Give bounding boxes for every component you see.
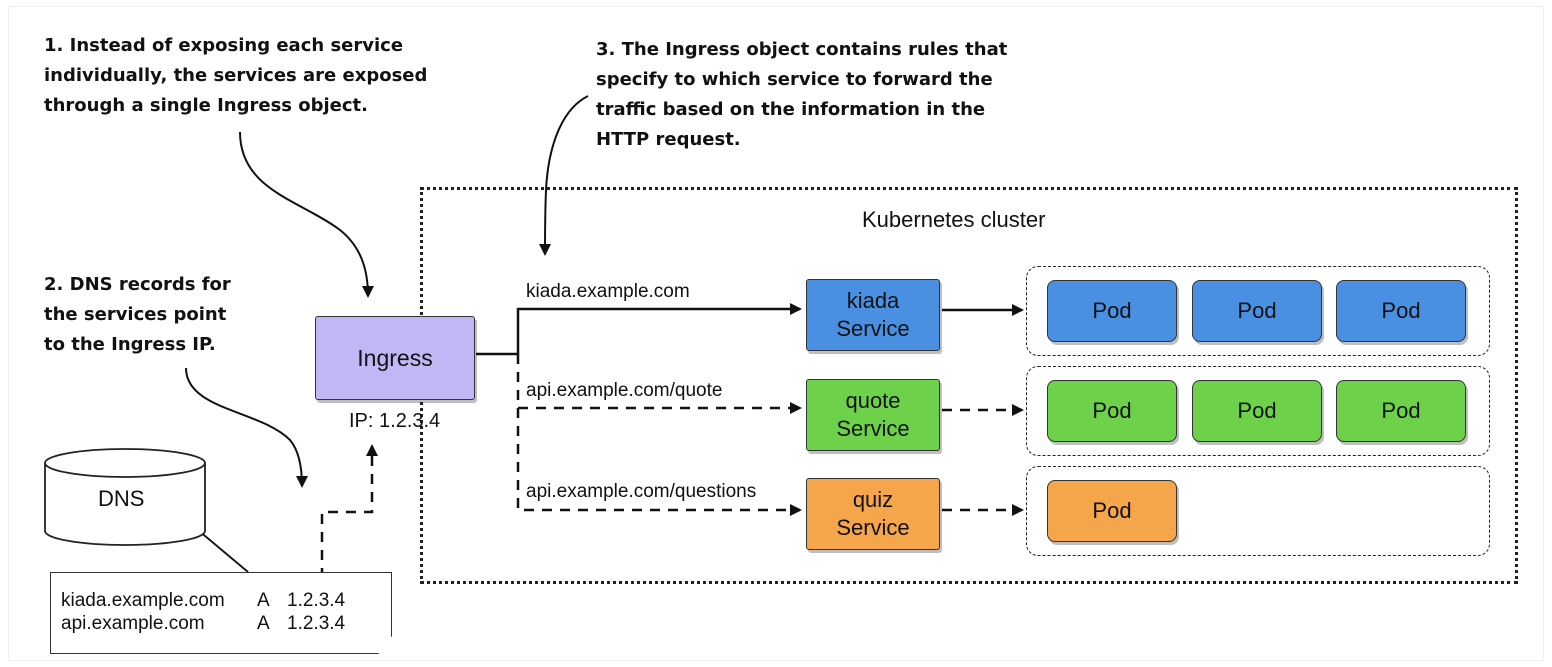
- quote-pod[interactable]: Pod: [1047, 380, 1177, 442]
- service-name: quote: [845, 388, 901, 413]
- kiada-service-box[interactable]: kiada Service: [806, 279, 940, 351]
- kiada-pod[interactable]: Pod: [1047, 280, 1177, 342]
- rule-label-kiada: kiada.example.com: [526, 281, 690, 302]
- cluster-label: Kubernetes cluster: [862, 207, 1046, 232]
- dns-records-table: kiada.example.com A 1.2.3.4 api.example.…: [50, 572, 392, 654]
- rule-label-quiz: api.example.com/questions: [526, 481, 757, 502]
- quote-pod[interactable]: Pod: [1336, 380, 1466, 442]
- dns-cylinder-icon: [44, 448, 206, 546]
- quote-pod[interactable]: Pod: [1192, 380, 1322, 442]
- ingress-ip-label: IP: 1.2.3.4: [349, 410, 441, 432]
- ingress-box[interactable]: Ingress: [315, 316, 475, 400]
- dns-record-host: api.example.com: [61, 613, 205, 634]
- note1-arrow: [239, 131, 374, 298]
- route-line-kiada: [476, 303, 802, 356]
- service-name: kiada: [846, 288, 900, 313]
- service-name: quiz: [852, 487, 894, 512]
- dns-record-host: kiada.example.com: [61, 590, 225, 611]
- service-word: Service: [836, 416, 910, 441]
- note-2: 2. DNS records for the services point to…: [44, 274, 231, 355]
- quiz-service-box[interactable]: quiz Service: [806, 478, 940, 550]
- note2-arrow: [185, 367, 308, 488]
- dns-record-row: api.example.com A 1.2.3.4: [61, 612, 391, 635]
- rule-label-quote: api.example.com/quote: [526, 380, 723, 401]
- note3-arrow: [539, 95, 589, 256]
- service-word: Service: [836, 515, 910, 540]
- note-1: 1. Instead of exposing each service indi…: [44, 35, 428, 116]
- dns-to-ingress-arrow: [320, 444, 378, 578]
- dns-label: DNS: [98, 486, 145, 511]
- kiada-pod[interactable]: Pod: [1192, 280, 1322, 342]
- dns-record-ip: 1.2.3.4: [287, 613, 346, 634]
- note-3: 3. The Ingress object contains rules tha…: [596, 39, 1008, 150]
- service-word: Service: [836, 316, 910, 341]
- dns-record-row: kiada.example.com A 1.2.3.4: [61, 589, 391, 612]
- quiz-pod[interactable]: Pod: [1047, 480, 1177, 542]
- dns-record-type: A: [257, 590, 270, 611]
- dns-record-ip: 1.2.3.4: [287, 590, 346, 611]
- quote-service-box[interactable]: quote Service: [806, 379, 940, 451]
- route-line-quiz: [516, 408, 802, 516]
- dns-record-type: A: [257, 613, 270, 634]
- kiada-pod[interactable]: Pod: [1336, 280, 1466, 342]
